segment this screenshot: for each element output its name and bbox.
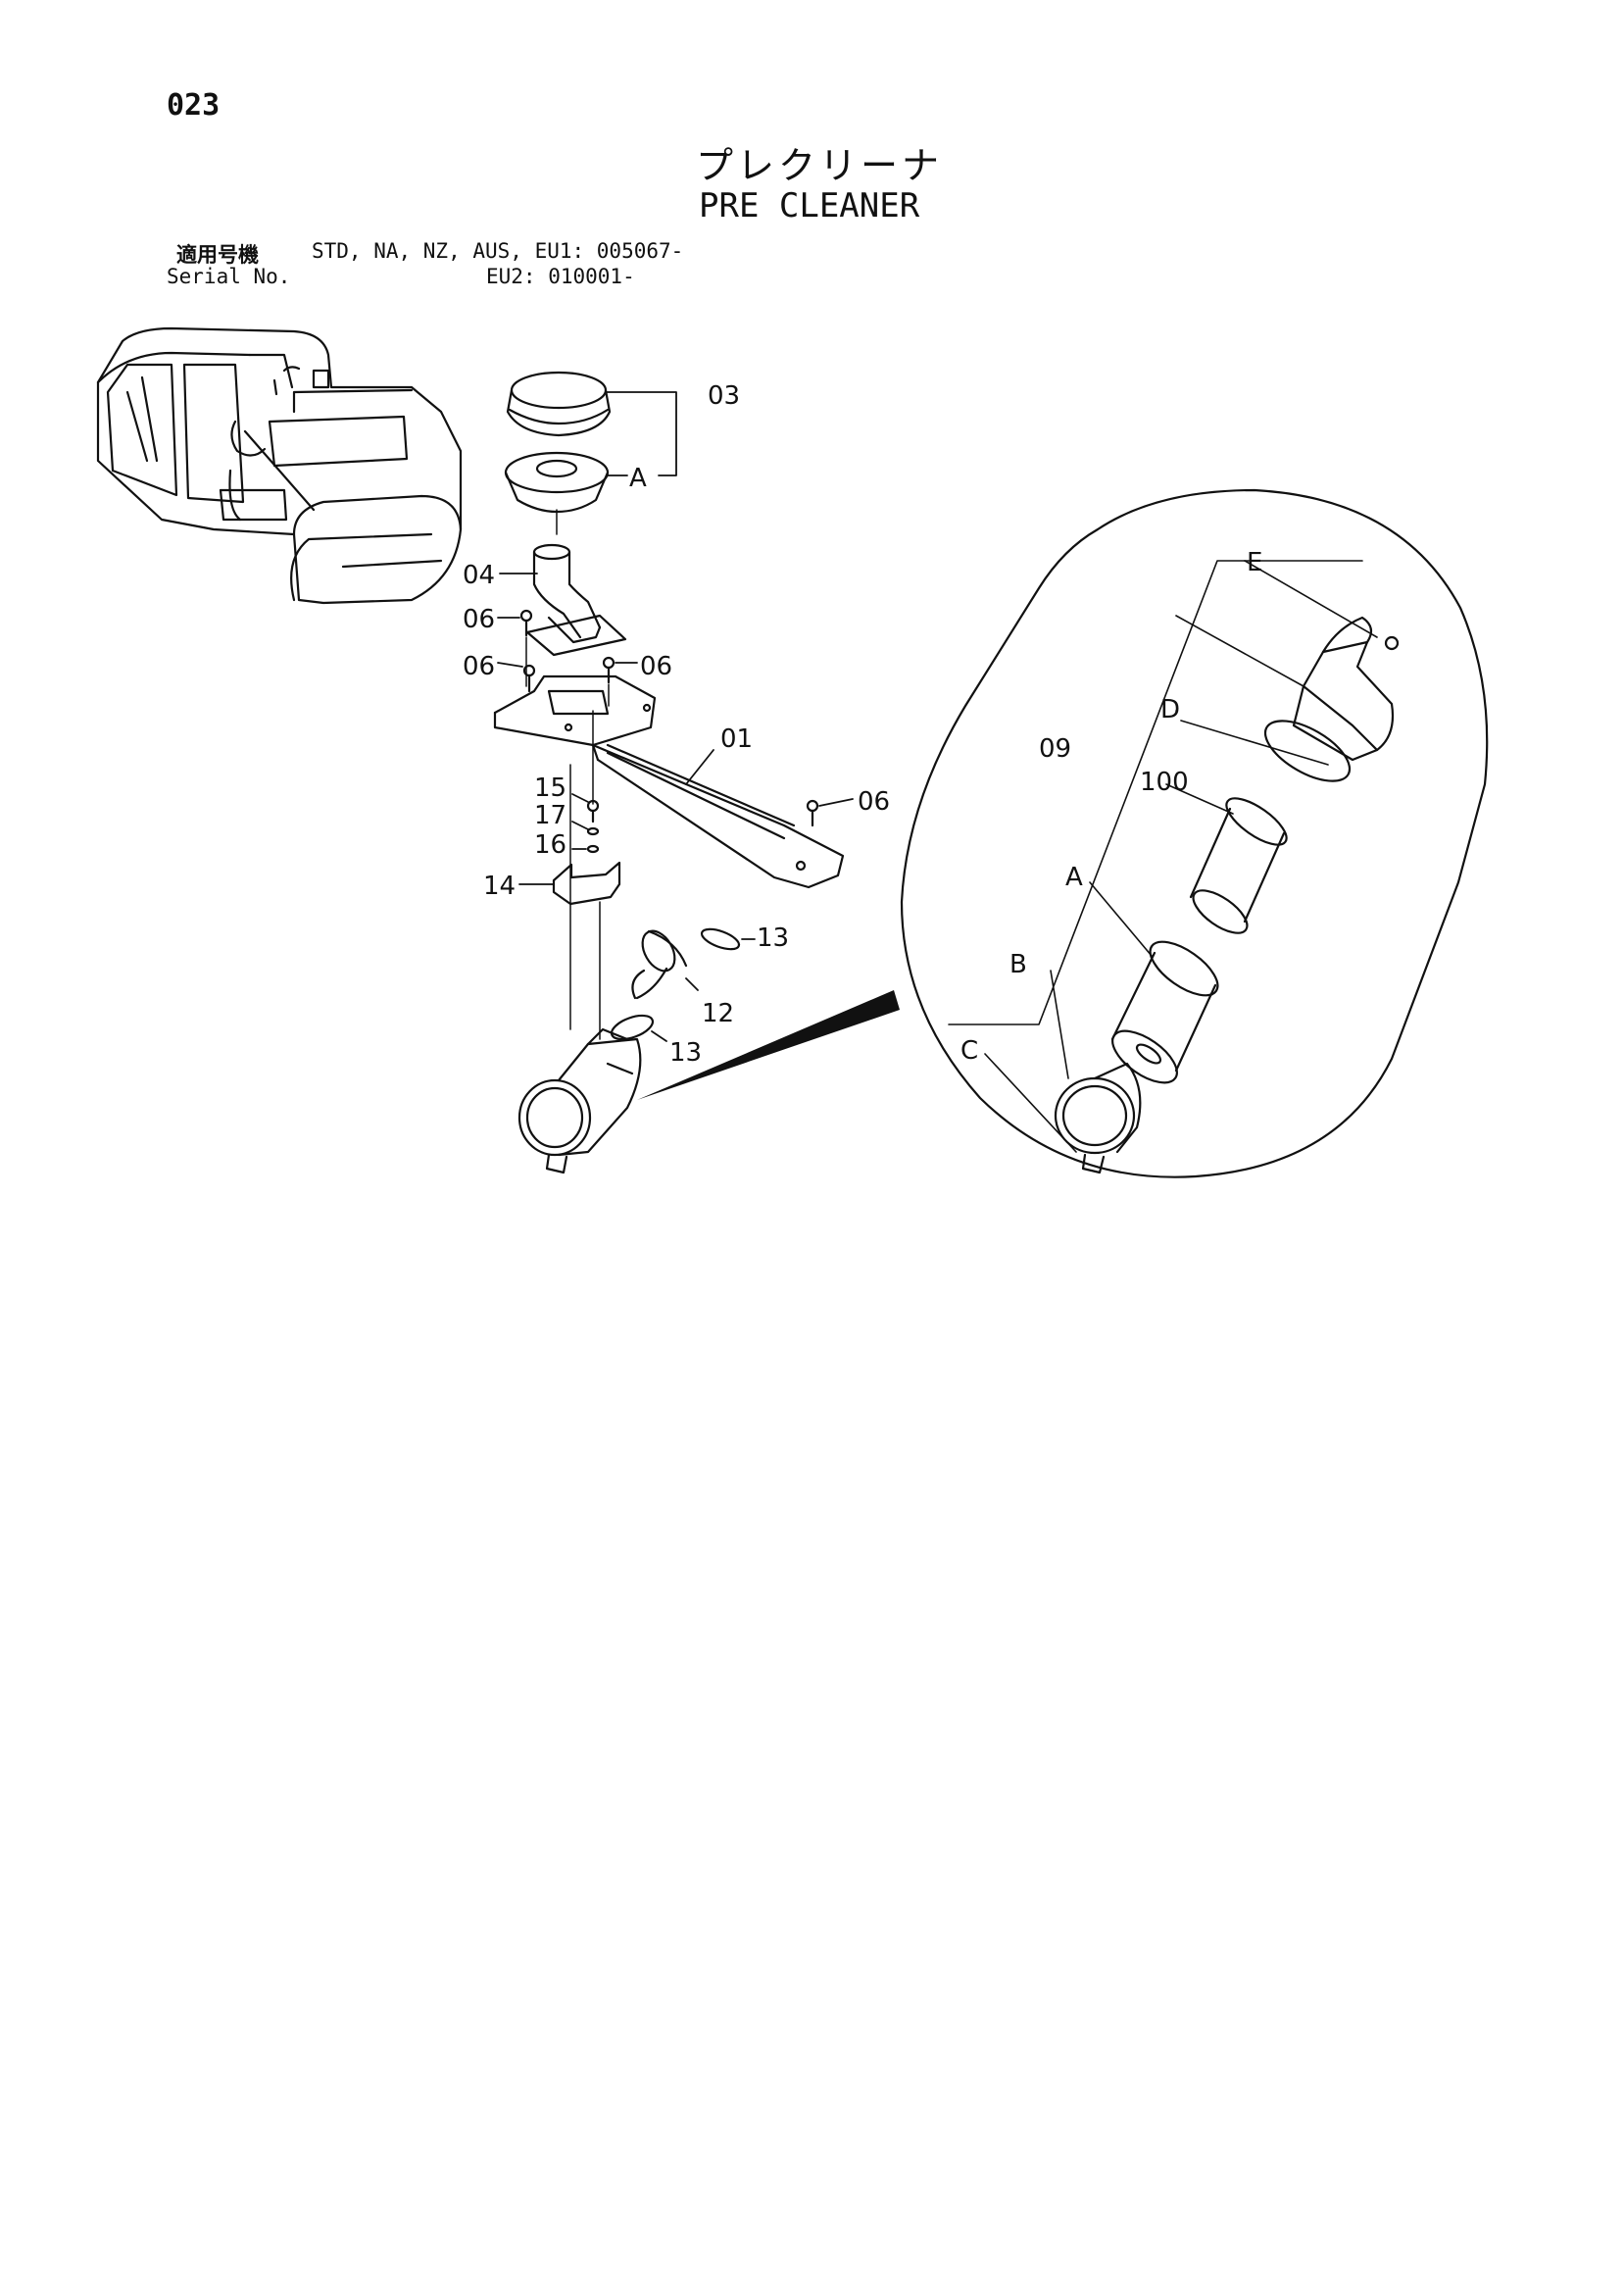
detail-outlet-housing (1292, 616, 1400, 762)
detail-safety-element-100 (1189, 797, 1288, 934)
callout-14: 14 (483, 872, 516, 901)
callout-15: 15 (534, 774, 566, 803)
callout-e: E (1247, 548, 1262, 577)
bolt-06-c (602, 656, 615, 684)
detail-pointer-wedge (637, 990, 900, 1100)
callout-13-b: 13 (669, 1038, 702, 1068)
bolt-06-b (522, 664, 536, 693)
callout-17: 17 (534, 801, 566, 830)
callout-01: 01 (720, 724, 753, 754)
serial-range-1: STD, NA, NZ, AUS, EU1: 005067- (312, 239, 684, 263)
air-cleaner-assembly (517, 1027, 642, 1174)
callout-06-a: 06 (463, 605, 495, 634)
callout-a-top: A (629, 464, 647, 493)
callout-d: D (1160, 695, 1180, 724)
mounting-bracket (493, 674, 845, 889)
detail-callout-leaders (948, 560, 1378, 1153)
callout-a-detail: A (1065, 863, 1083, 892)
detail-gasket-d (1263, 720, 1352, 782)
excavator-overview-illustration (96, 326, 463, 605)
hose-12 (631, 929, 688, 1000)
callout-c: C (960, 1036, 978, 1066)
callout-16: 16 (534, 830, 566, 860)
assembly-guide-lines (525, 509, 610, 1040)
callout-12: 12 (702, 999, 734, 1028)
bracket-14 (552, 861, 621, 906)
callout-06-d: 06 (858, 787, 890, 817)
callout-13-a: 13 (757, 923, 789, 953)
bolt-06-d (806, 799, 819, 827)
detail-body-b (1054, 1062, 1142, 1174)
callout-03: 03 (708, 381, 740, 411)
serial-label-japanese: 適用号機 (176, 243, 259, 267)
intake-pipe (525, 543, 627, 657)
bolt-06-a (519, 609, 533, 637)
serial-label: Serial No. (167, 265, 291, 288)
detail-view-frame (900, 488, 1489, 1178)
detail-primary-element-a (1110, 940, 1219, 1084)
clamp-13-a (700, 927, 741, 951)
callout-06-b: 06 (463, 652, 495, 681)
callout-04: 04 (463, 561, 495, 590)
serial-range-2: EU2: 010001- (486, 265, 635, 288)
clamp-13-b (610, 1014, 655, 1041)
pre-cleaner-cap (506, 371, 612, 437)
callout-06-c: 06 (640, 652, 672, 681)
page-title: PRE CLEANER (699, 186, 920, 225)
callout-100: 100 (1140, 768, 1189, 797)
washer-17 (586, 826, 600, 836)
page-title-japanese: プレクリーナ (696, 144, 944, 187)
callout-leaders (497, 391, 854, 1042)
callout-09: 09 (1039, 734, 1071, 764)
washer-16 (586, 844, 600, 854)
cone-adapter (504, 451, 610, 514)
callout-b: B (1009, 950, 1027, 979)
page-number: 023 (167, 88, 221, 123)
